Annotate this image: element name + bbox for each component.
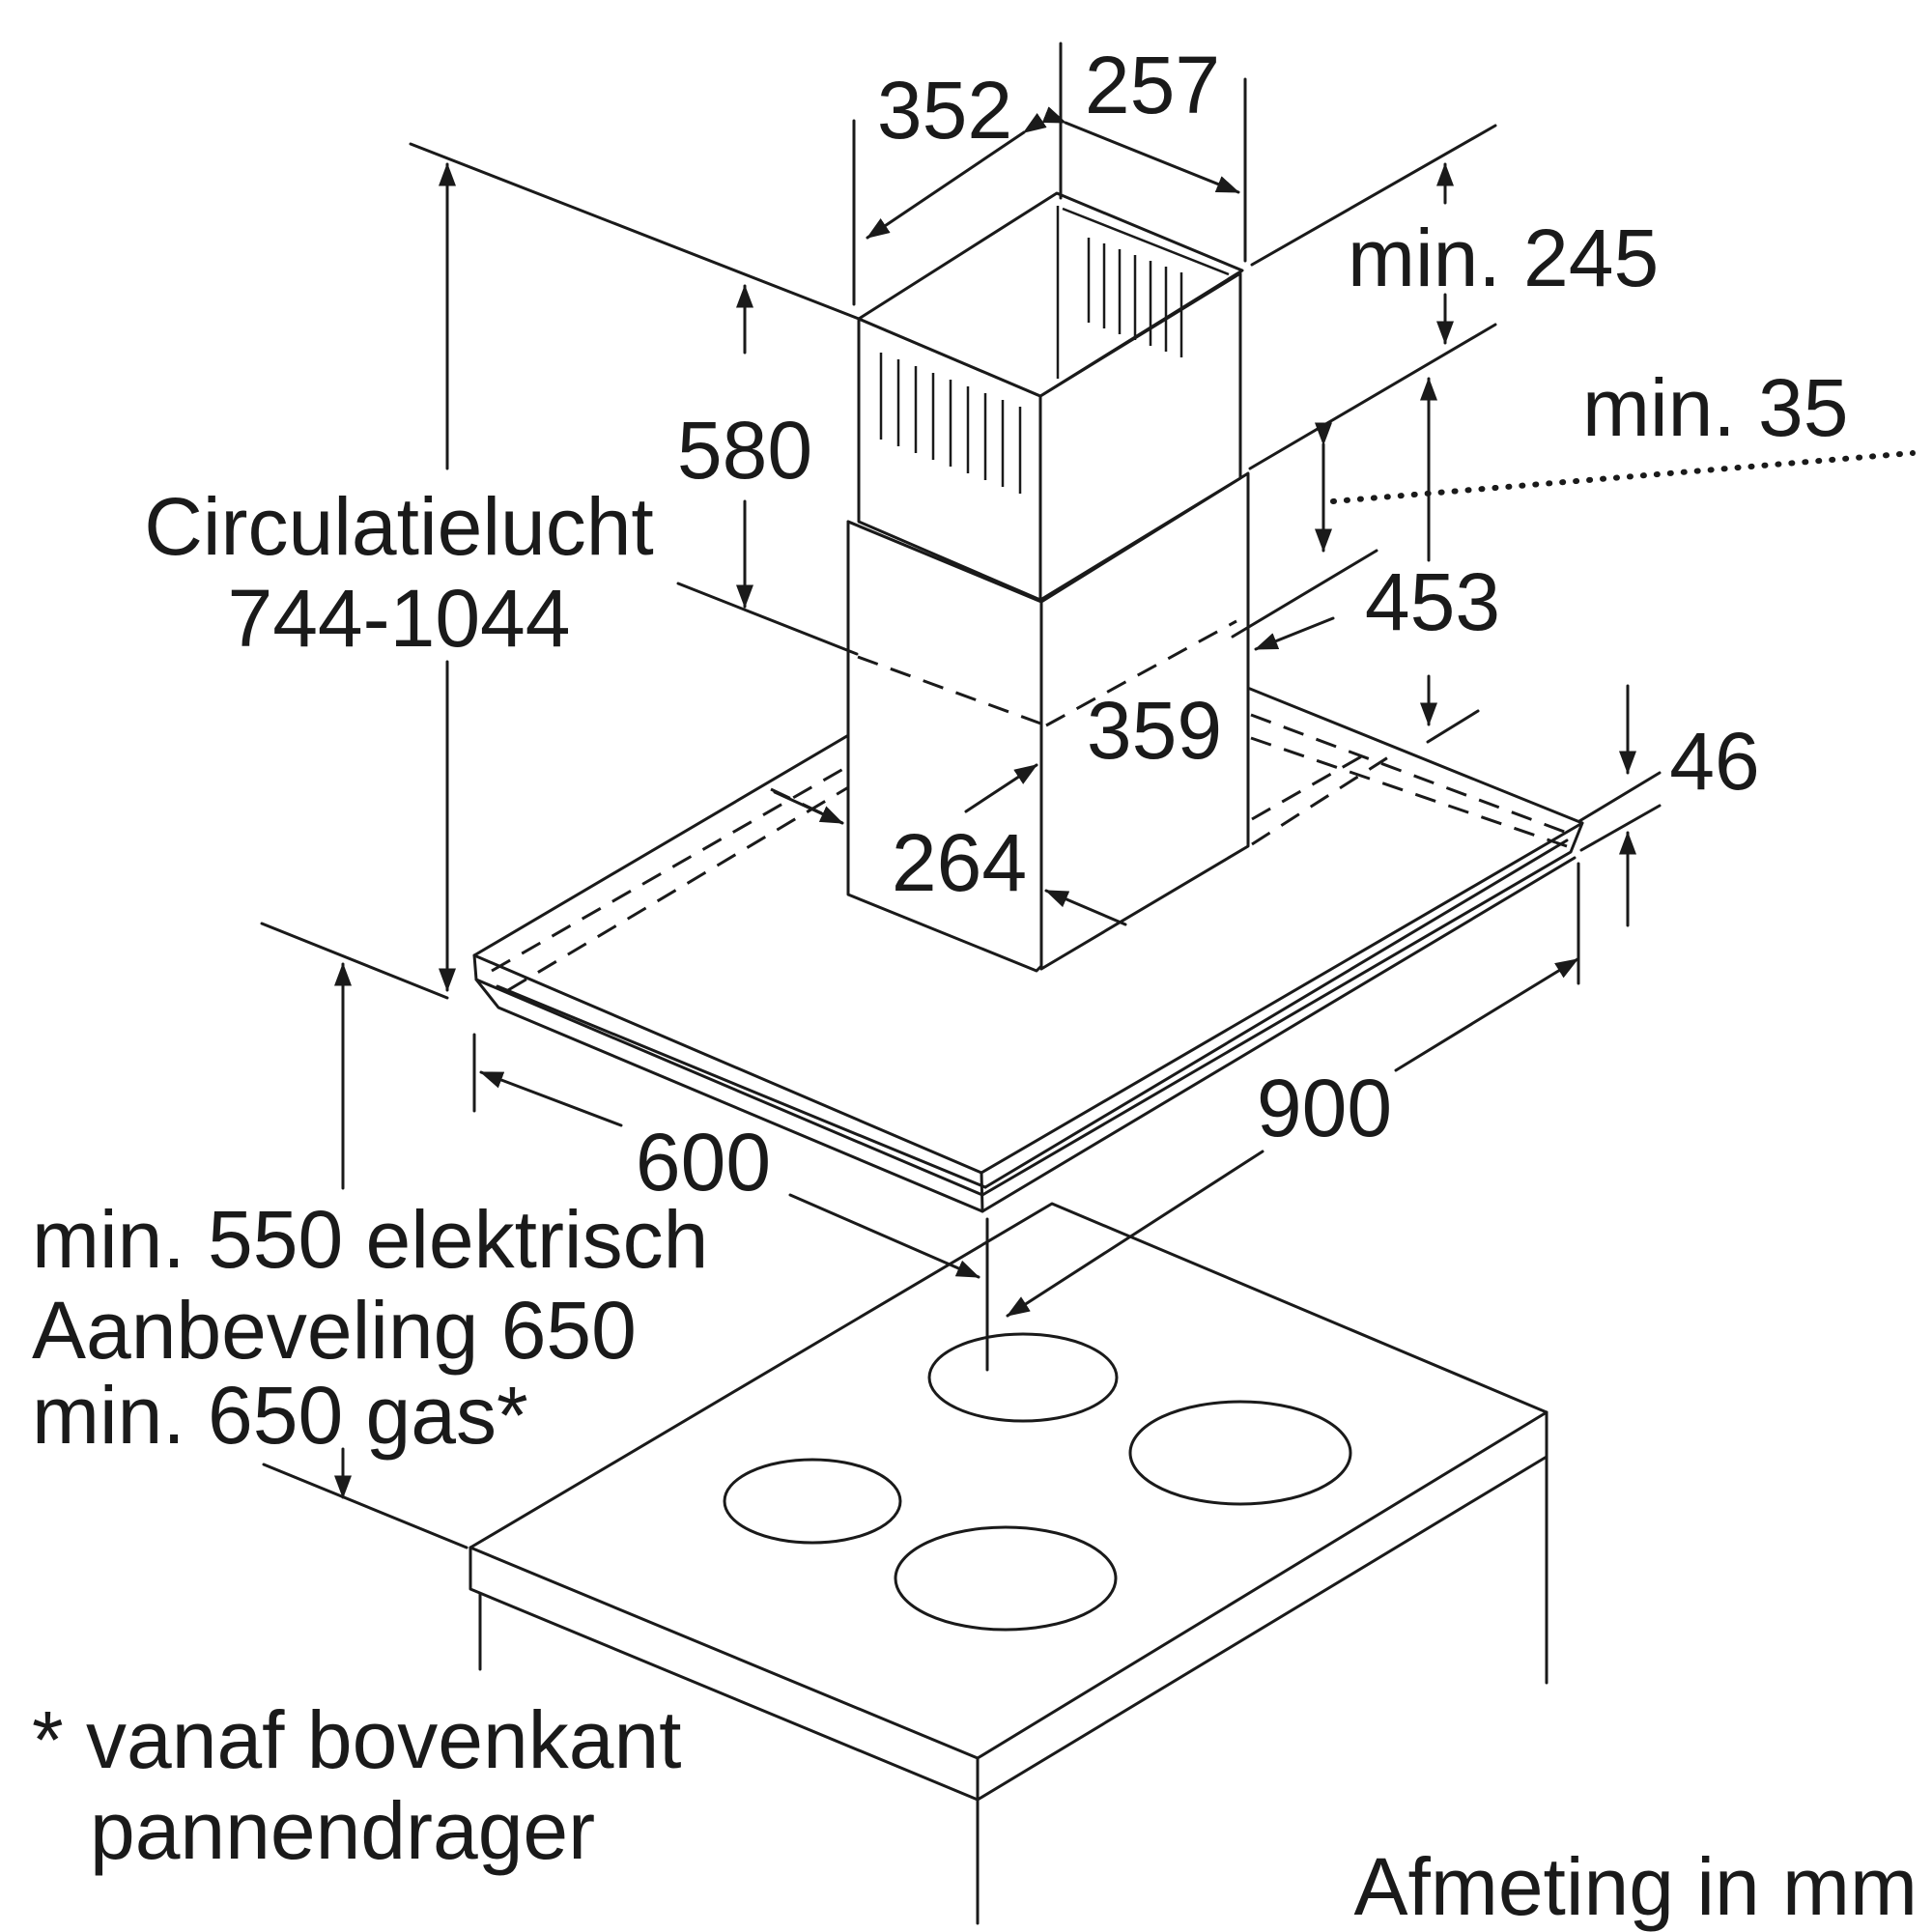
dim-900-arrow-a — [1394, 957, 1579, 1072]
label-circulatielucht: Circulatielucht — [144, 481, 654, 572]
burner-right — [1128, 1400, 1352, 1506]
label-264: 264 — [892, 817, 1027, 908]
label-min-650-gas: min. 650 gas* — [32, 1370, 528, 1461]
label-min-245: min. 245 — [1348, 213, 1659, 303]
cooktop — [469, 1202, 1548, 1925]
label-352: 352 — [877, 65, 1012, 156]
burner-back — [927, 1332, 1119, 1423]
burner-front — [894, 1525, 1118, 1632]
dimension-arrows — [334, 106, 1636, 1499]
label-min-35: min. 35 — [1582, 362, 1848, 453]
unit-label: Afmeting in mm — [1354, 1841, 1918, 1932]
dim-257-arrow — [1041, 106, 1240, 194]
dim-264-arrow-b — [773, 790, 844, 825]
upper-chimney-vent-front — [879, 353, 1022, 494]
upper-chimney — [857, 191, 1244, 602]
footnote-line-2: pannendrager — [90, 1785, 595, 1876]
burner-left — [723, 1458, 902, 1545]
label-359: 359 — [1087, 685, 1222, 776]
dimension-labels: 352 257 580 Circulatielucht 744-1044 min… — [32, 40, 1918, 1932]
dim-264-arrow-c — [1044, 889, 1127, 926]
footnote-line-1: * vanaf bovenkant — [32, 1694, 682, 1785]
upper-chimney-vent-back — [1087, 238, 1183, 357]
dim-900-arrow-b — [1006, 1150, 1264, 1318]
label-580: 580 — [677, 405, 812, 496]
label-744-1044: 744-1044 — [228, 573, 571, 664]
dim-600-arrow-b — [788, 1193, 980, 1279]
lower-chimney — [846, 471, 1250, 973]
label-aanbeveling-650: Aanbeveling 650 — [32, 1285, 637, 1376]
label-600: 600 — [636, 1117, 771, 1208]
dim-264-arrow-a — [964, 763, 1038, 813]
dim-352-arrow — [866, 112, 1047, 240]
label-453: 453 — [1365, 556, 1500, 647]
label-min-550-elektrisch: min. 550 elektrisch — [32, 1194, 708, 1285]
label-900: 900 — [1257, 1063, 1392, 1153]
label-257: 257 — [1085, 40, 1220, 130]
dim-359-arrow — [1254, 616, 1335, 651]
label-46: 46 — [1669, 716, 1759, 807]
dim-600-arrow-a — [479, 1070, 623, 1127]
